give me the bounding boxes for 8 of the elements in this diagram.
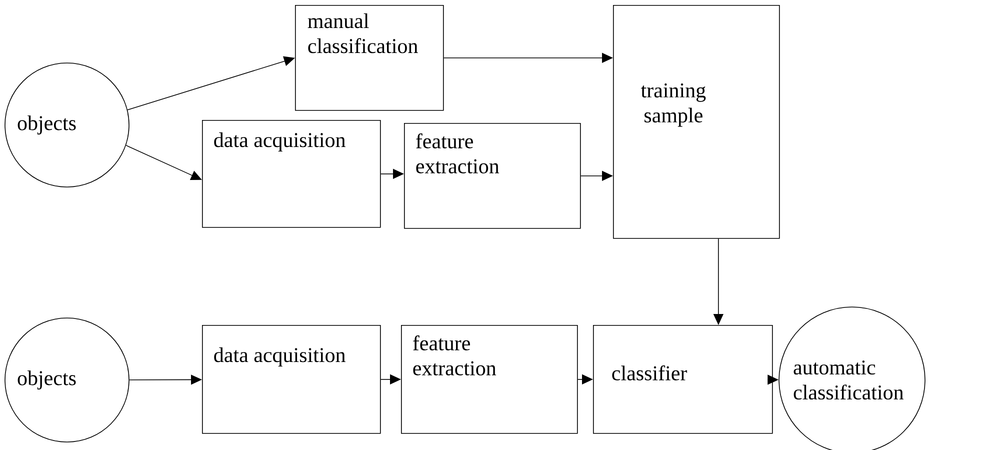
process-box: training sample — [613, 5, 780, 239]
process-box: feature extraction — [404, 123, 581, 229]
process-box: classifier — [593, 325, 773, 434]
process-box: data acquisition — [202, 120, 381, 228]
process-box: data acquisition — [202, 325, 381, 434]
process-box: feature extraction — [401, 325, 578, 434]
process-box: manual classification — [295, 5, 444, 111]
arrow — [126, 144, 202, 180]
